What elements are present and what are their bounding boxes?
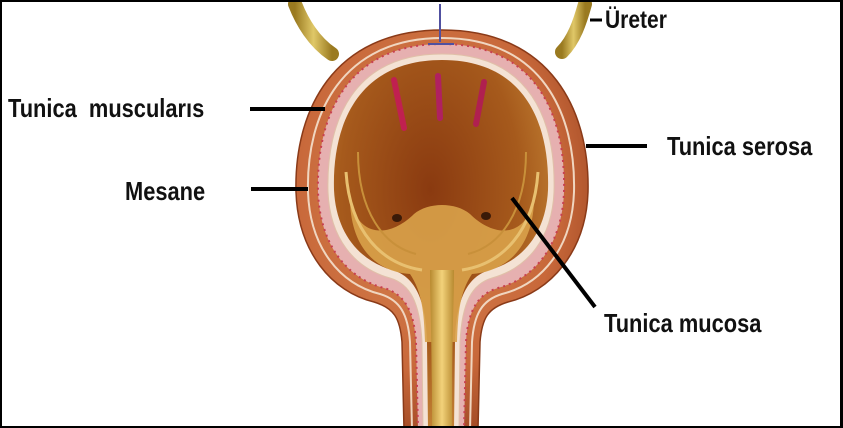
- label-tunica-mucosa: Tunica mucosa: [604, 310, 761, 336]
- urethra: [430, 270, 454, 428]
- label-tunica-serosa: Tunica serosa: [667, 133, 812, 159]
- left-ureter: [295, 4, 332, 54]
- right-ureter: [562, 4, 585, 52]
- right-ureteral-orifice: [481, 212, 491, 220]
- label-mesane: Mesane: [125, 178, 205, 204]
- label-tunica-muscularis: Tunica muscularıs: [8, 95, 204, 121]
- vessel-mark-2: [438, 76, 440, 118]
- label-ureter: Üreter: [605, 8, 667, 33]
- left-ureteral-orifice: [392, 214, 402, 222]
